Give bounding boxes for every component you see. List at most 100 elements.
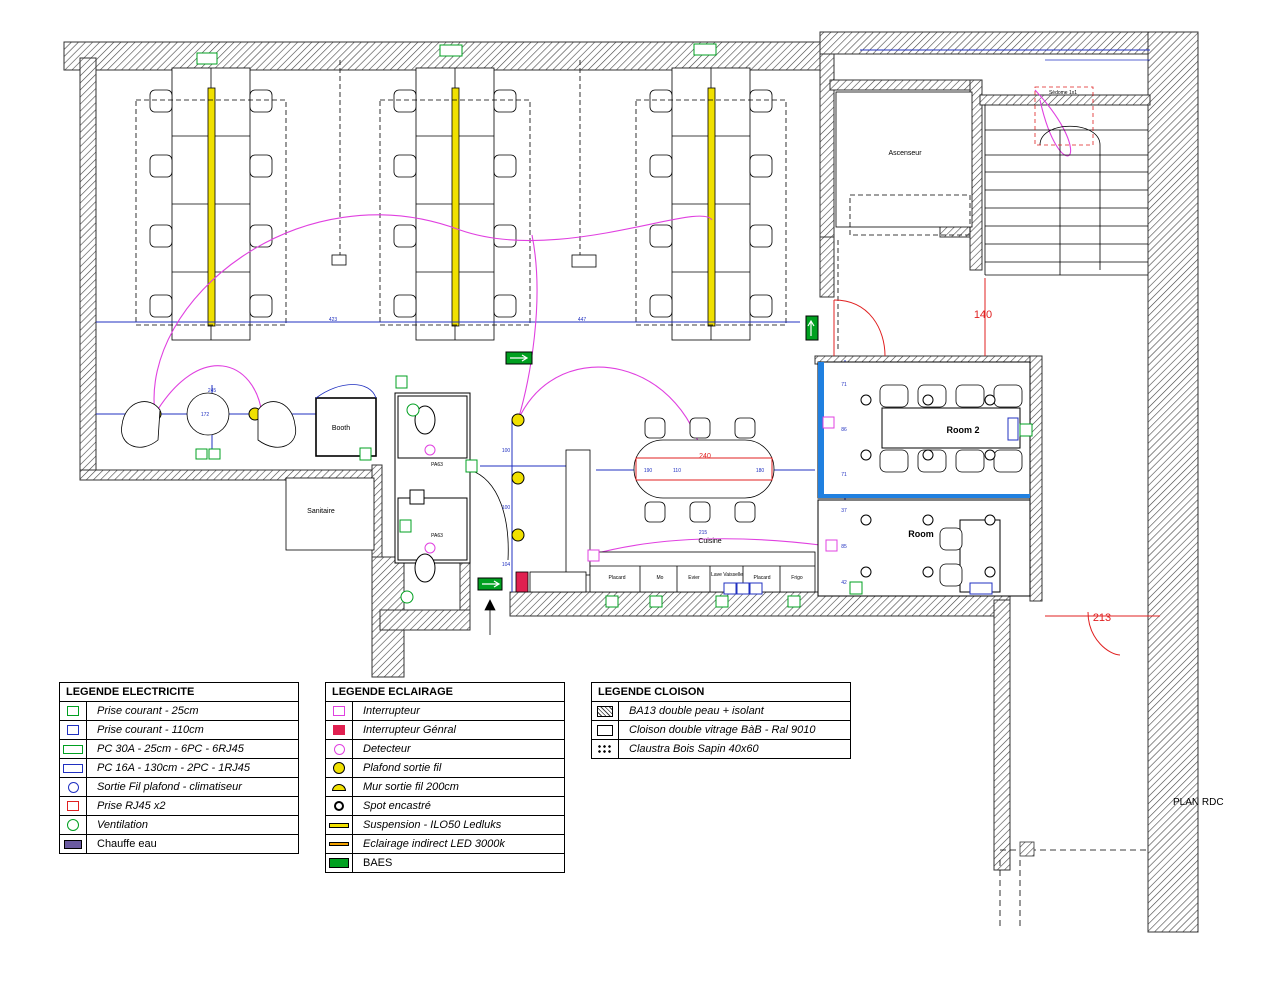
kitchen-unit-2: Mo [657, 575, 664, 581]
legend-electricite-item: Prise RJ45 x2 [86, 796, 299, 816]
dim-140: 140 [974, 309, 992, 321]
suspension-light-right [707, 87, 716, 327]
walls [63, 31, 1199, 933]
dim-180: 180 [756, 468, 765, 474]
room-label: Room [908, 529, 934, 539]
room2-area [817, 361, 1031, 499]
rj45-icon [59, 796, 87, 816]
outlet-30a-icon [59, 739, 87, 759]
legend-cloison-title: LEGENDE CLOISON [591, 682, 851, 702]
legend-electricite-item: Sortie Fil plafond - climatiseur [86, 777, 299, 797]
legend-eclairage-item: Detecteur [352, 739, 565, 759]
dim-71a: 71 [841, 382, 847, 388]
legend-eclairage-item: BAES [352, 853, 565, 873]
switches [424, 416, 838, 562]
kitchen-unit-5: Placard [754, 575, 771, 581]
kitchen-unit-3: Evier [688, 575, 700, 581]
plan-title: PLAN RDC [1173, 797, 1224, 808]
outlets [195, 43, 1033, 608]
ascenseur-label: Ascenseur [888, 150, 922, 157]
suspension-light-left [207, 87, 216, 327]
legend-cloison-item: Claustra Bois Sapin 40x60 [618, 739, 851, 759]
dim-240: 240 [699, 453, 711, 460]
dim-42: 42 [841, 580, 847, 586]
dim-85: 85 [841, 544, 847, 550]
pa63-bottom-label: PA63 [431, 533, 443, 539]
glass-partition-icon [591, 720, 619, 740]
outlet-16a-icon [59, 758, 87, 778]
spots [860, 394, 996, 578]
baes-icon [325, 853, 353, 873]
water-heater-icon [59, 834, 87, 854]
main-switch [515, 571, 529, 593]
legend-electricite-item: PC 16A - 130cm - 2PC - 1RJ45 [86, 758, 299, 778]
kitchen-counter [529, 551, 816, 593]
ceiling-wire-icon [59, 777, 87, 797]
legend-electricite-item: Prise courant - 25cm [86, 701, 299, 721]
kitchen-unit-1: Placard [609, 575, 626, 581]
exit-door [1045, 611, 1160, 656]
dim-423: 423 [329, 317, 338, 323]
legend-electricite-item: PC 30A - 25cm - 6PC - 6RJ45 [86, 739, 299, 759]
dim-190: 190 [644, 468, 653, 474]
legend-electricite-item: Prise courant - 110cm [86, 720, 299, 740]
dim-447: 447 [578, 317, 587, 323]
dim-104: 104 [502, 562, 511, 568]
dim-86: 86 [841, 427, 847, 433]
sanitaire-area [285, 477, 375, 551]
dim-100a: 100 [502, 448, 511, 454]
pa63-top-label: PA63 [431, 462, 443, 468]
outlet-110cm-icon [59, 720, 87, 740]
booth-label: Booth [332, 425, 350, 432]
dim-213: 213 [1093, 612, 1111, 624]
legend-eclairage-title: LEGENDE ECLAIRAGE [325, 682, 565, 702]
dim-172: 172 [201, 412, 210, 418]
lounge-area [121, 392, 297, 448]
legend-electricite: LEGENDE ELECTRICITE Prise courant - 25cm… [59, 682, 299, 854]
legend-eclairage-item: Mur sortie fil 200cm [352, 777, 565, 797]
legend-cloison-item: Cloison double vitrage BàB - Ral 9010 [618, 720, 851, 740]
plan-text: Ascenseur Booth Sanitaire Cuisine Room 2… [201, 90, 1224, 808]
kitchen-table [633, 417, 775, 523]
courtyard [999, 849, 1148, 930]
wc-rooms [394, 392, 471, 583]
legend-electricite-title: LEGENDE ELECTRICITE [59, 682, 299, 702]
legend-eclairage-item: Suspension - ILO50 Ledluks [352, 815, 565, 835]
room2-label: Room 2 [946, 425, 979, 435]
claustra [565, 449, 591, 576]
ventilation-icon [59, 815, 87, 835]
baes-signs [477, 315, 819, 591]
sanitaire-label: Sanitaire [307, 508, 335, 515]
suspension-light-center [451, 87, 460, 327]
kitchen-unit-6: Frigo [791, 575, 803, 581]
legend-electricite-item: Ventilation [86, 815, 299, 835]
hidden-beams [135, 60, 787, 326]
ventilation [400, 403, 420, 604]
legend-cloison: LEGENDE CLOISON BA13 double peau + isola… [591, 682, 851, 759]
legend-cloison-item: BA13 double peau + isolant [618, 701, 851, 721]
booth [315, 384, 377, 457]
sedome-label: Sèdome 1x1 [1049, 90, 1077, 96]
legend-eclairage-item: Spot encastré [352, 796, 565, 816]
outlet-25cm-icon [59, 701, 87, 721]
legend-eclairage: LEGENDE ECLAIRAGE Interrupteur Interrupt… [325, 682, 565, 873]
switch-icon [325, 701, 353, 721]
room-area [817, 499, 1031, 597]
indirect-led-icon [325, 834, 353, 854]
legend-eclairage-item: Interrupteur Génral [352, 720, 565, 740]
kitchen-unit-4: Lave Vaisselle [711, 572, 743, 578]
entrance [469, 469, 509, 635]
main-switch-icon [325, 720, 353, 740]
dim-71b: 71 [841, 472, 847, 478]
dim-245: 245 [208, 388, 217, 394]
claustra-icon [591, 739, 619, 759]
elevator-stairs [835, 59, 1150, 350]
suspension-icon [325, 815, 353, 835]
ba13-wall-icon [591, 701, 619, 721]
spot-icon [325, 796, 353, 816]
detector-icon [325, 739, 353, 759]
cuisine-label: Cuisine [698, 538, 721, 545]
legend-electricite-item: Chauffe eau [86, 834, 299, 854]
dim-215: 215 [699, 530, 708, 536]
